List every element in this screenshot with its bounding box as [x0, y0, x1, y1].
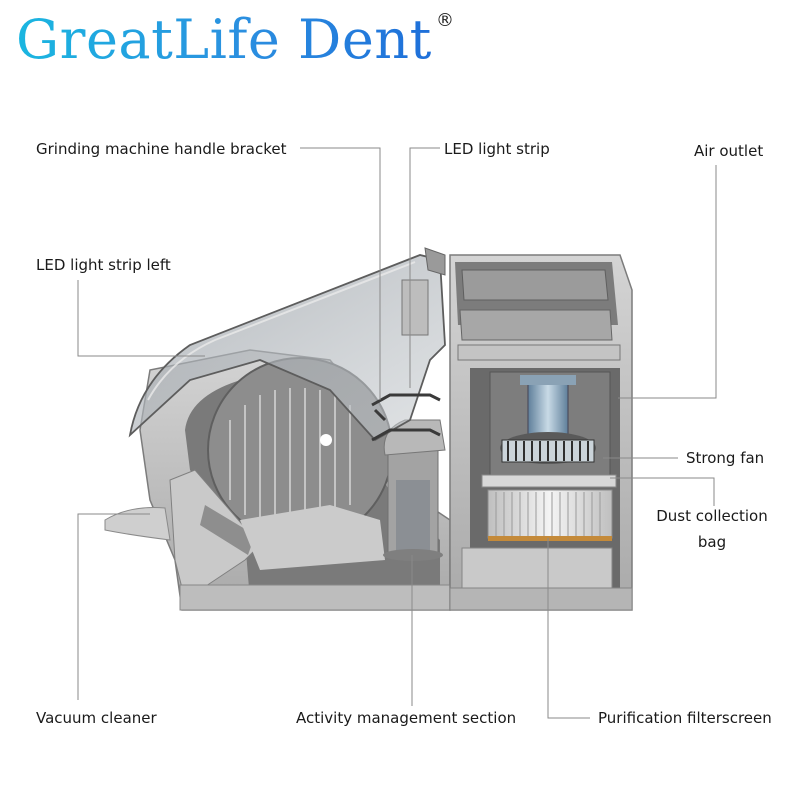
label-dust-bag-line2: bag — [697, 533, 727, 551]
transparent-cover — [128, 247, 446, 442]
label-led-strip-left: LED light strip left — [36, 256, 171, 274]
label-activity-section: Activity management section — [296, 709, 517, 727]
label-filterscreen: Purification filterscreen — [598, 709, 772, 727]
activity-management-tube — [383, 419, 446, 561]
label-handle-bracket: Grinding machine handle bracket — [36, 140, 287, 158]
handle-bracket — [371, 393, 441, 442]
label-dust-bag: Dust collection bag — [650, 503, 774, 555]
label-strong-fan: Strong fan — [686, 449, 765, 467]
label-led-strip: LED light strip — [444, 140, 550, 158]
label-air-outlet: Air outlet — [694, 142, 764, 160]
leader-lines — [77, 147, 717, 719]
brand-logo: GreatLife Dent — [16, 8, 432, 71]
fan-cabinet — [449, 254, 633, 611]
label-vacuum-cleaner: Vacuum cleaner — [36, 709, 157, 727]
label-dust-bag-line1: Dust collection — [656, 507, 768, 525]
registered-mark: ® — [436, 10, 454, 31]
